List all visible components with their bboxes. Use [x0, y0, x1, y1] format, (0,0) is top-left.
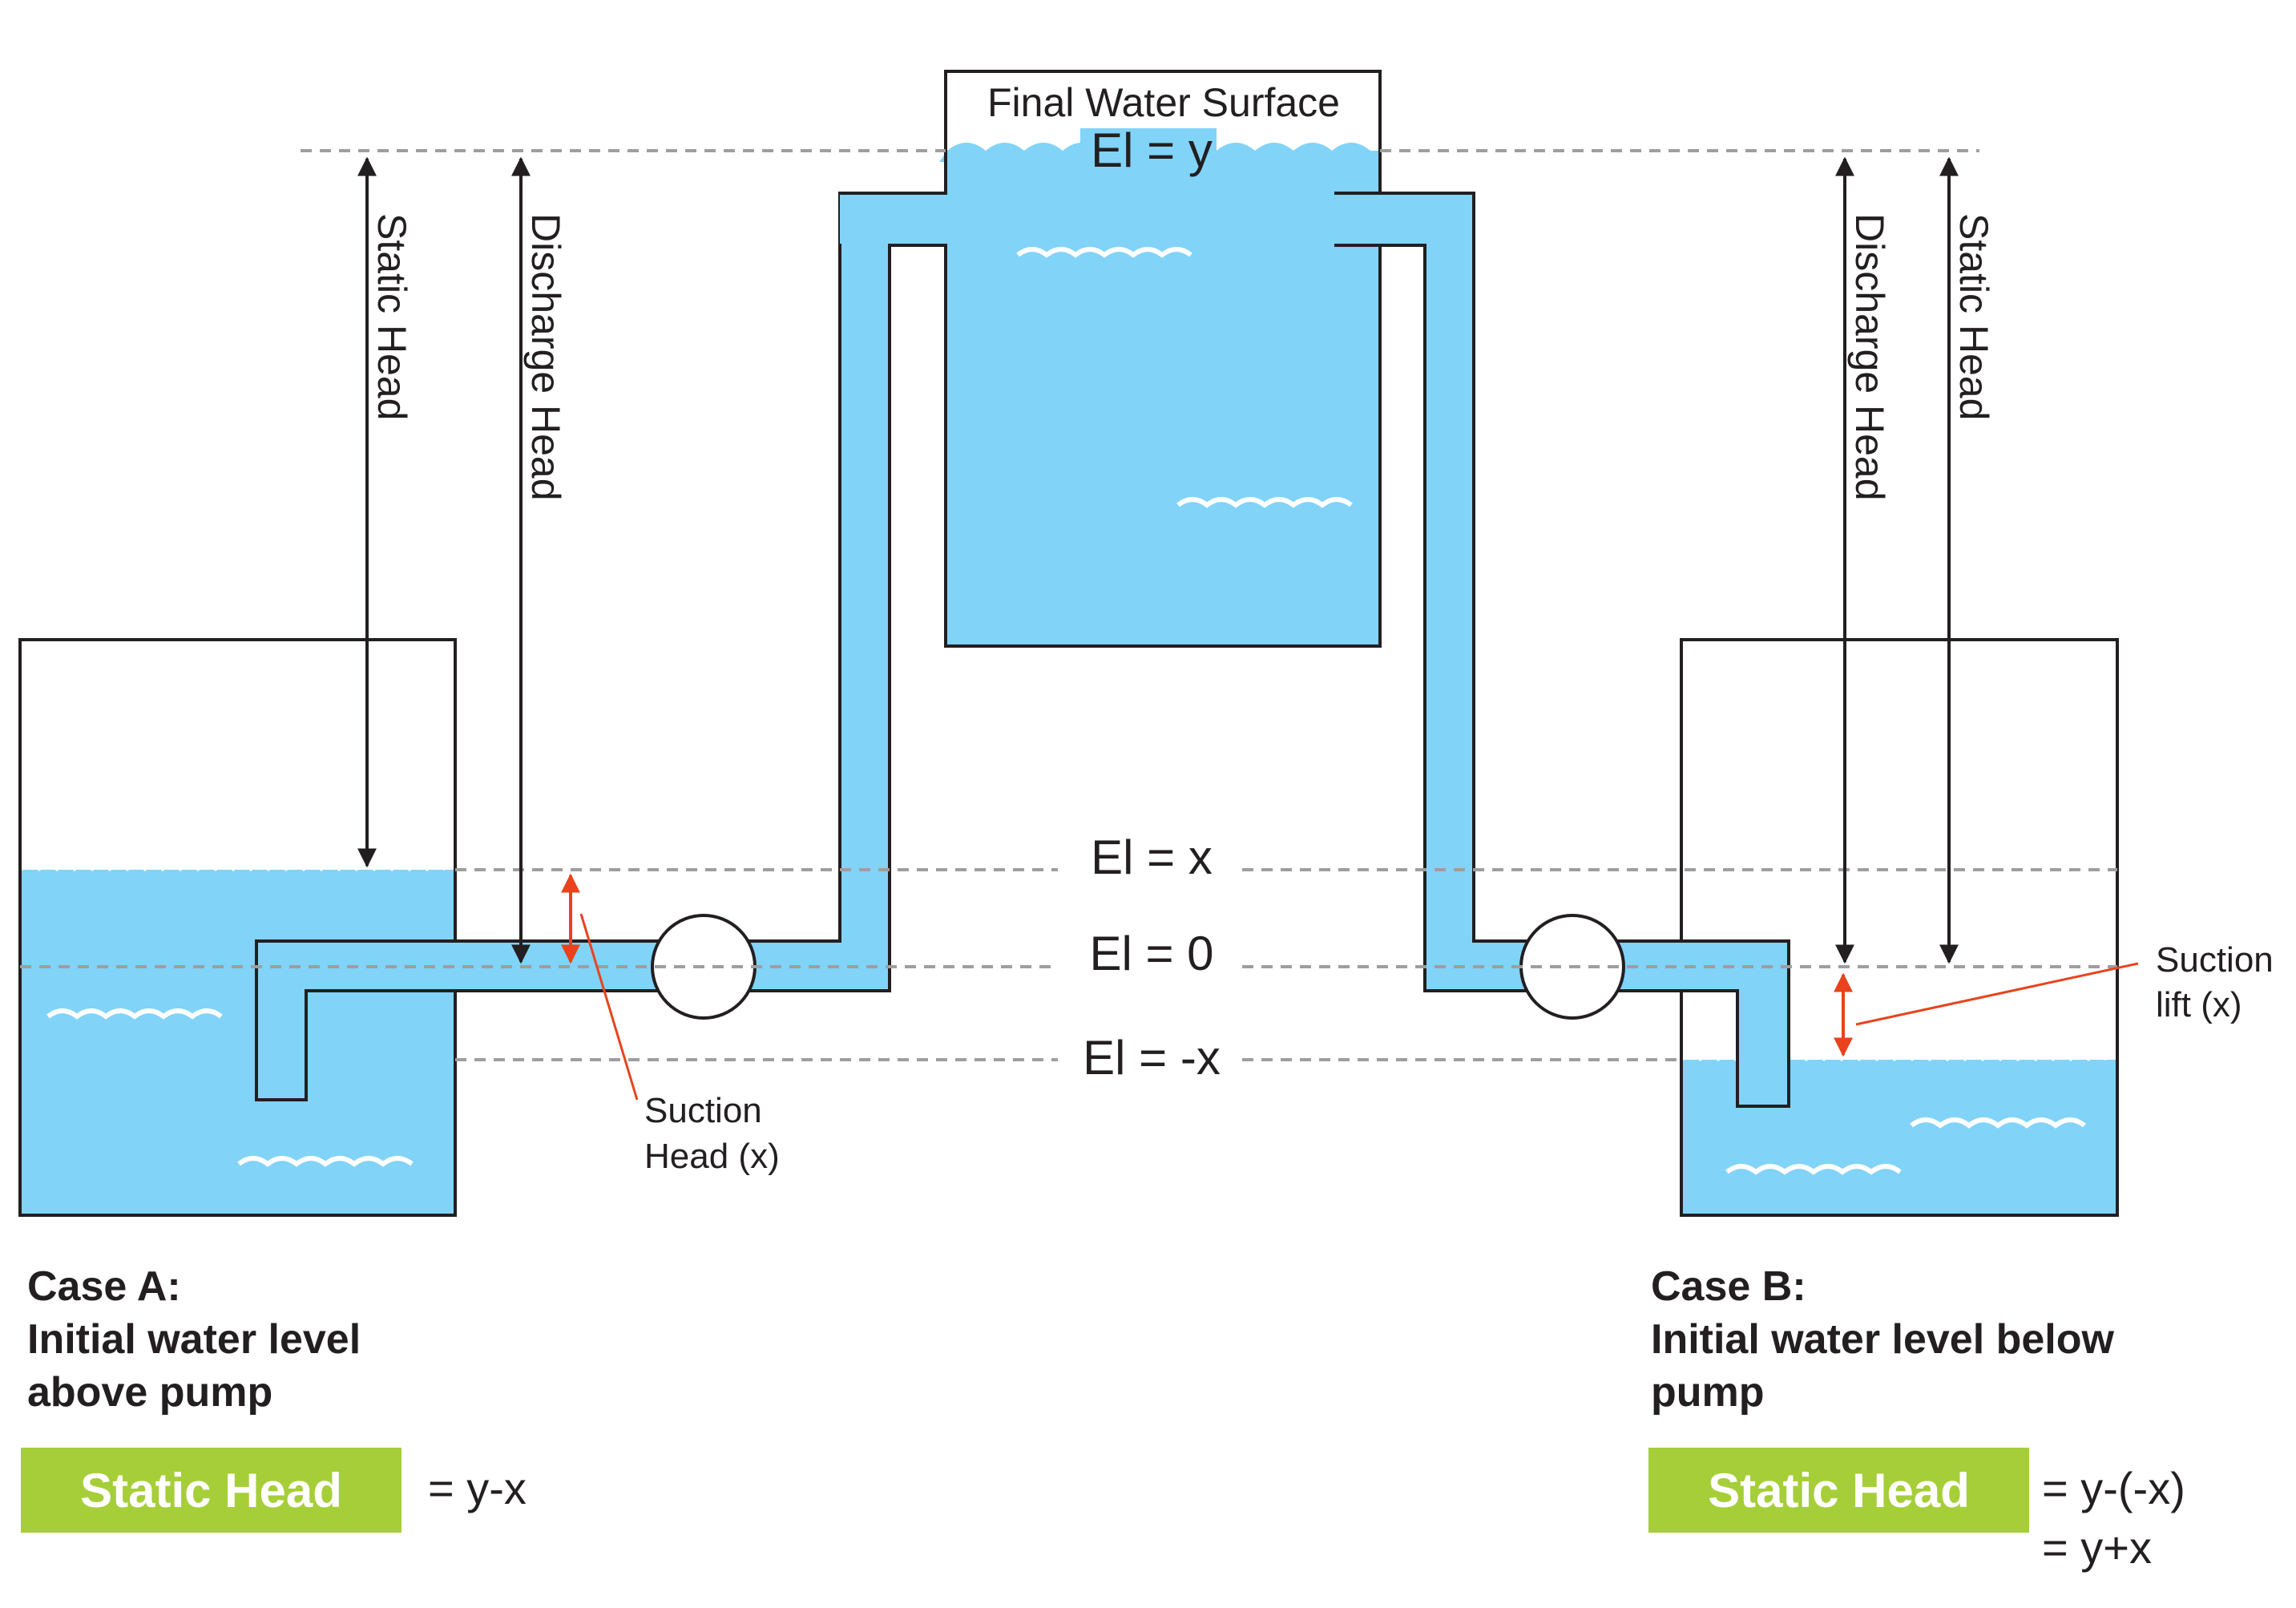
- case-a-static-head-badge: Static Head: [21, 1448, 401, 1533]
- case-b-title: Case B: Initial water level below pump: [1651, 1260, 2114, 1419]
- suction-lift-label-line2: lift (x): [2156, 985, 2242, 1024]
- suction-head-label-line1: Suction: [644, 1091, 762, 1130]
- wave-icon: [46, 1008, 223, 1020]
- case-b-title-line3: pump: [1651, 1369, 1765, 1416]
- wave-icon: [1176, 497, 1353, 508]
- case-b-formula-line2: = y+x: [2042, 1522, 2152, 1573]
- right-pipe: [1334, 192, 1790, 1108]
- case-b-title-line2: Initial water level below: [1651, 1316, 2114, 1363]
- case-a-title-line1: Case A:: [27, 1263, 181, 1310]
- case-a-title-line2: Initial water level: [27, 1316, 361, 1363]
- wave-icon: [237, 1156, 414, 1167]
- top-tank-title: Final Water Surface: [987, 80, 1340, 125]
- discharge-head-b-label: Discharge Head: [1847, 213, 1892, 501]
- wave-icon: [1910, 1117, 2086, 1129]
- right-tank: [1680, 638, 2119, 1217]
- reference-lines: [20, 149, 2117, 1061]
- static-head-b-label: Static Head: [1951, 213, 1996, 420]
- case-a-formula: = y-x: [428, 1463, 527, 1513]
- elevation-zero-label: El = 0: [1089, 927, 1213, 980]
- suction-head-leader: [579, 913, 639, 1101]
- left-tank: [18, 638, 457, 1217]
- elevation-x-label: El = x: [1091, 830, 1213, 884]
- elevation-neg-x-label: El = -x: [1083, 1031, 1221, 1085]
- static-head-a-label: Static Head: [369, 213, 414, 420]
- wave-icon: [1725, 1164, 1902, 1175]
- elevation-y-label: El = y: [1091, 123, 1213, 177]
- case-b-title-line1: Case B:: [1651, 1263, 1806, 1310]
- case-a-title: Case A: Initial water level above pump: [27, 1260, 361, 1419]
- suction-head-label-line2: Head (x): [644, 1137, 780, 1176]
- wave-icon: [1016, 247, 1192, 258]
- case-b-static-head-badge: Static Head: [1648, 1448, 2029, 1533]
- left-pipe: [255, 192, 952, 1101]
- discharge-head-a-label: Discharge Head: [523, 213, 568, 501]
- case-b-formula-line1: = y-(-x): [2042, 1463, 2185, 1513]
- case-a-title-line3: above pump: [27, 1369, 273, 1416]
- suction-lift-leader: [1855, 962, 2139, 1026]
- suction-lift-label-line1: Suction: [2156, 940, 2274, 980]
